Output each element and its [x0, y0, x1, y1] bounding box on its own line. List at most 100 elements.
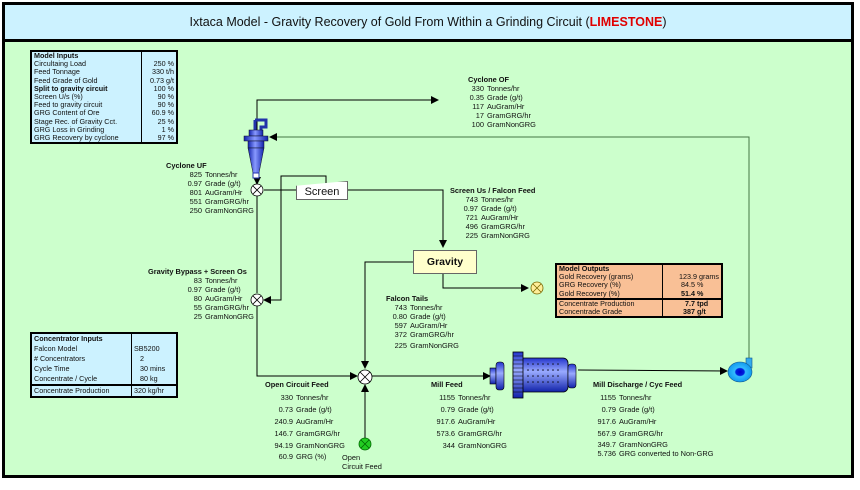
concentrate-junction-icon	[530, 281, 544, 295]
output-value: 387 g/t	[661, 307, 722, 318]
concentrator-total-value: 320 kg/hr	[131, 384, 177, 397]
input-value[interactable]: 0.73 g/t	[140, 76, 177, 85]
concentrator-value[interactable]: SB5200	[131, 344, 177, 354]
output-row: Concentrade Grade 387 g/t	[556, 307, 722, 318]
output-value: 51.4 %	[661, 289, 722, 299]
screen-label: Screen	[304, 186, 340, 198]
pump-icon	[727, 357, 753, 383]
input-value[interactable]: 330 t/h	[140, 68, 177, 77]
concentrator-row: Falcon Model SB5200	[31, 344, 177, 354]
output-label: GRG Recovery (%)	[559, 280, 621, 290]
cyclone-icon	[243, 118, 269, 179]
gravity-label: Gravity	[426, 256, 464, 268]
output-label: Gold Recovery (%)	[559, 288, 620, 298]
input-label: Feed Tonnage	[34, 67, 80, 77]
input-value[interactable]: 250 %	[140, 60, 177, 69]
concentrator-label: Concentrate / Cycle	[34, 374, 98, 383]
output-value: 84.5 %	[661, 281, 722, 290]
input-row: Screen U/s (%) 90 %	[31, 92, 177, 102]
cyclone-of-line	[256, 96, 439, 130]
mill-feed-junction-icon	[357, 369, 373, 385]
concentrator-row: Concentrate / Cycle 80 kg	[31, 374, 177, 385]
input-label: Feed Grade of Gold	[34, 75, 98, 85]
input-label: Screen U/s (%)	[34, 92, 83, 102]
input-row: GRG Content of Ore 60.9 %	[31, 108, 177, 118]
title-text: Ixtaca Model - Gravity Recovery of Gold …	[189, 15, 590, 29]
input-label: Feed to gravity circuit	[34, 100, 103, 110]
screen-os-line	[263, 175, 327, 304]
input-row: GRG Recovery by cyclone 97 %	[31, 133, 177, 144]
model-outputs-header: Model Outputs	[559, 264, 610, 273]
input-row: Feed Grade of Gold 0.73 g/t	[31, 75, 177, 85]
concentrator-total-label: Concentrate Production	[31, 384, 132, 397]
input-value[interactable]: 25 %	[140, 117, 177, 126]
model-inputs-table: Model Inputs Circultaing Load 250 % Feed …	[30, 50, 178, 145]
screen-us-line	[347, 189, 447, 248]
input-label: Stage Rec. of Gravity Cct.	[34, 116, 118, 126]
input-label: Circultaing Load	[34, 59, 86, 69]
concentrator-row: # Concentrators 2	[31, 354, 177, 364]
model-inputs-header: Model Inputs	[34, 51, 79, 60]
concentrator-value[interactable]: 30 mins	[131, 364, 177, 374]
input-row: Circultaing Load 250 %	[31, 59, 177, 69]
input-value[interactable]: 100 %	[140, 84, 177, 94]
bypass-down-line	[256, 306, 358, 380]
output-row: GRG Recovery (%) 84.5 %	[556, 280, 722, 290]
title-suffix: )	[662, 15, 667, 29]
open-feed-valve-icon	[358, 437, 372, 451]
concentrator-inputs-table: Concentrator Inputs Falcon Model SB5200 #…	[30, 332, 178, 398]
input-row: Feed to gravity circuit 90 %	[31, 100, 177, 110]
concentrator-value[interactable]: 2	[131, 354, 177, 364]
input-value[interactable]: 90 %	[140, 92, 177, 102]
concentrator-value[interactable]: 80 kg	[131, 374, 177, 385]
falcon-tails-line	[361, 261, 413, 369]
cyclone-feed-line	[269, 133, 750, 364]
input-row: Feed Tonnage 330 t/h	[31, 67, 177, 77]
concentrator-inputs-header: Concentrator Inputs	[34, 334, 103, 343]
input-value[interactable]: 1 %	[140, 125, 177, 135]
output-label: Concentrade Grade	[559, 307, 623, 317]
input-value[interactable]: 90 %	[140, 101, 177, 110]
concentrator-label: Falcon Model	[34, 344, 78, 353]
concentrator-row: Cycle Time 30 mins	[31, 364, 177, 374]
gravity-unit[interactable]: Gravity	[413, 250, 477, 274]
concentrator-label: # Concentrators	[34, 354, 86, 363]
bottom-strip	[0, 480, 860, 490]
title-highlight: LIMESTONE	[589, 15, 663, 29]
input-value[interactable]: 97 %	[140, 133, 177, 144]
screen-unit[interactable]: Screen	[296, 181, 348, 200]
mill-icon	[489, 351, 577, 399]
model-outputs-table: Model Outputs Gold Recovery (grams)123.9…	[555, 263, 723, 319]
output-label: Gold Recovery (grams)	[559, 272, 634, 282]
input-label: GRG Content of Ore	[34, 108, 100, 118]
page-title: Ixtaca Model - Gravity Recovery of Gold …	[5, 5, 851, 42]
uf-splitter-icon	[250, 183, 264, 197]
input-value[interactable]: 60.9 %	[140, 109, 177, 118]
input-row: Split to gravity circuit 100 %	[31, 83, 177, 94]
mill-discharge-line	[577, 366, 728, 375]
concentrator-label: Cycle Time	[34, 364, 70, 373]
output-row: Gold Recovery (grams)123.9 grams	[556, 272, 722, 282]
input-row: GRG Loss in Grinding 1 %	[31, 124, 177, 135]
input-row: Stage Rec. of Gravity Cct. 25 %	[31, 116, 177, 126]
input-label: GRG Loss in Grinding	[34, 124, 105, 134]
output-label: Concentrate Production	[556, 297, 663, 309]
gravity-conc-line	[442, 274, 529, 292]
output-row: Gold Recovery (%) 51.4 %	[556, 288, 722, 299]
input-label: Split to gravity circuit	[34, 83, 108, 93]
bypass-junction-icon	[250, 293, 264, 307]
input-label: GRG Recovery by cyclone	[34, 133, 119, 143]
output-value: 7.7 tpd	[661, 297, 722, 309]
